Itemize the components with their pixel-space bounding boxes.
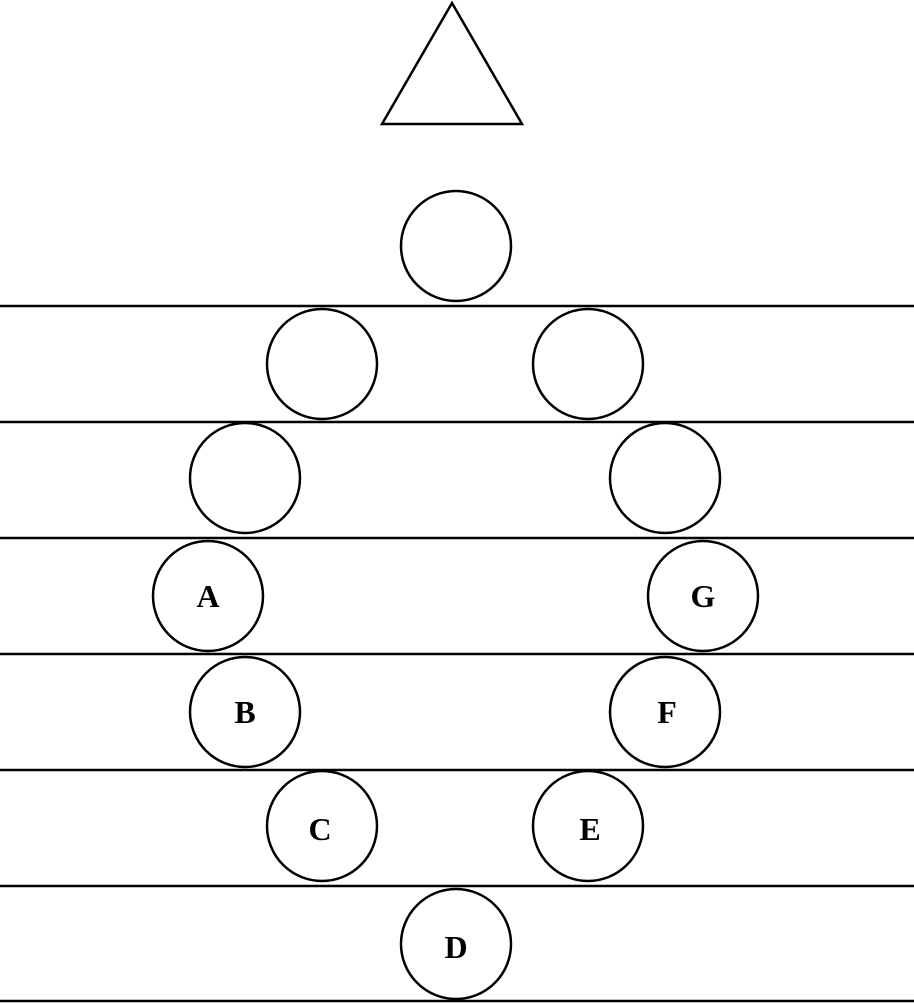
circle-b [188,655,302,769]
circle-c [265,769,379,883]
circle-top [399,189,513,303]
circle-row2-left [265,307,379,421]
circle-g [646,539,760,653]
circle-row2-right [531,307,645,421]
circle-e [531,769,645,883]
label-b: B [234,694,255,730]
label-c: C [308,811,331,847]
circle-row3-right [608,421,722,535]
circle-row3-left [188,421,302,535]
label-d: D [444,929,467,965]
label-f: F [657,694,677,730]
label-e: E [579,811,600,847]
circle-f [608,655,722,769]
label-a: A [196,578,219,614]
circle-a [151,539,265,653]
label-g: G [691,578,716,614]
circle-d [399,887,513,1001]
triangle-marker [379,0,525,126]
